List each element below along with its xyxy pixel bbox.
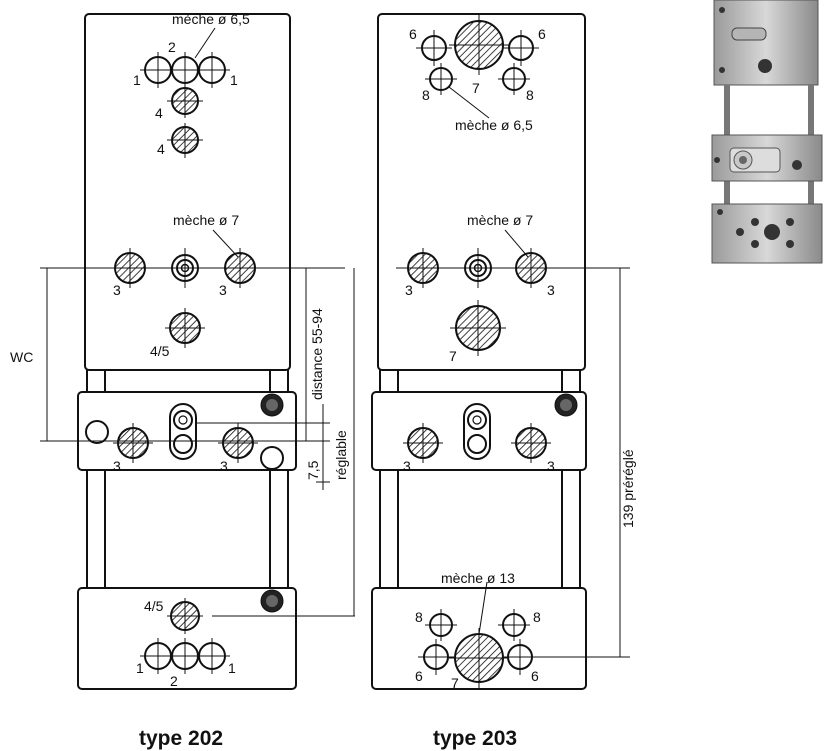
t202-num-45b: 4/5: [144, 598, 164, 614]
t203-num-7c: 7: [451, 675, 459, 691]
t202-num-1d: 1: [228, 660, 236, 676]
t203-num-3d: 3: [547, 458, 555, 474]
t202-num-4b: 4: [157, 141, 165, 157]
t203-num-7b: 7: [449, 348, 457, 364]
type-202-drawing: [40, 13, 355, 690]
adjustable-value: 7,5: [305, 460, 321, 480]
labels: mèche ø 6,5 2 1 1 4 4 mèche ø 7 3 3 4/5 …: [10, 11, 636, 750]
t203-num-8c: 8: [415, 609, 423, 625]
type-203-top-hole-group: [416, 15, 539, 119]
type-202-bottom-plate: [77, 587, 297, 690]
preset-label: 139 préréglé: [620, 449, 636, 528]
type-203-middle-holes: [403, 393, 578, 463]
type-202-title: type 202: [139, 727, 223, 750]
t203-drill-bottom-label: mèche ø 13: [441, 570, 515, 586]
t202-num-1c: 1: [136, 660, 144, 676]
type-203-cylinder-hole-row: [396, 229, 630, 356]
t202-drill-mid-label: mèche ø 7: [173, 212, 239, 228]
t203-num-8d: 8: [533, 609, 541, 625]
t203-num-8a: 8: [422, 87, 430, 103]
t203-num-7a: 7: [472, 80, 480, 96]
t203-num-8b: 8: [526, 87, 534, 103]
t202-num-3d: 3: [220, 458, 228, 474]
type-202-middle-holes: [40, 393, 330, 470]
type-203-bottom-holes: [418, 581, 630, 688]
adjustable-label: réglable: [333, 430, 349, 480]
t202-num-2b: 2: [170, 673, 178, 689]
t202-num-3b: 3: [219, 282, 227, 298]
t203-num-6b: 6: [538, 26, 546, 42]
distance-label: distance 55-94: [309, 308, 325, 400]
t202-num-2: 2: [168, 39, 176, 55]
type-202-bottom-holes: [140, 589, 355, 674]
t202-drill-top-label: mèche ø 6,5: [172, 11, 250, 27]
type-202-top-hole-group: [140, 27, 230, 158]
t203-num-6d: 6: [531, 668, 539, 684]
t202-num-45a: 4/5: [150, 343, 170, 359]
t202-num-1a: 1: [133, 72, 141, 88]
lock-hardware-photo: [711, 0, 823, 264]
t202-num-3c: 3: [113, 458, 121, 474]
t203-num-3c: 3: [403, 458, 411, 474]
t202-num-1b: 1: [230, 72, 238, 88]
t202-num-3a: 3: [113, 282, 121, 298]
t203-num-3a: 3: [405, 282, 413, 298]
type-203-title: type 203: [433, 727, 517, 750]
t203-drill-top-label: mèche ø 6,5: [455, 117, 533, 133]
t202-num-4a: 4: [155, 105, 163, 121]
t203-num-6a: 6: [409, 26, 417, 42]
t203-drill-mid-label: mèche ø 7: [467, 212, 533, 228]
t203-num-3b: 3: [547, 282, 555, 298]
type-202-cylinder-hole-row: [40, 229, 345, 348]
t203-num-6c: 6: [415, 668, 423, 684]
type-202-dimensions: [46, 268, 355, 616]
wc-label: WC: [10, 349, 33, 365]
type-203-drawing: [371, 13, 630, 690]
